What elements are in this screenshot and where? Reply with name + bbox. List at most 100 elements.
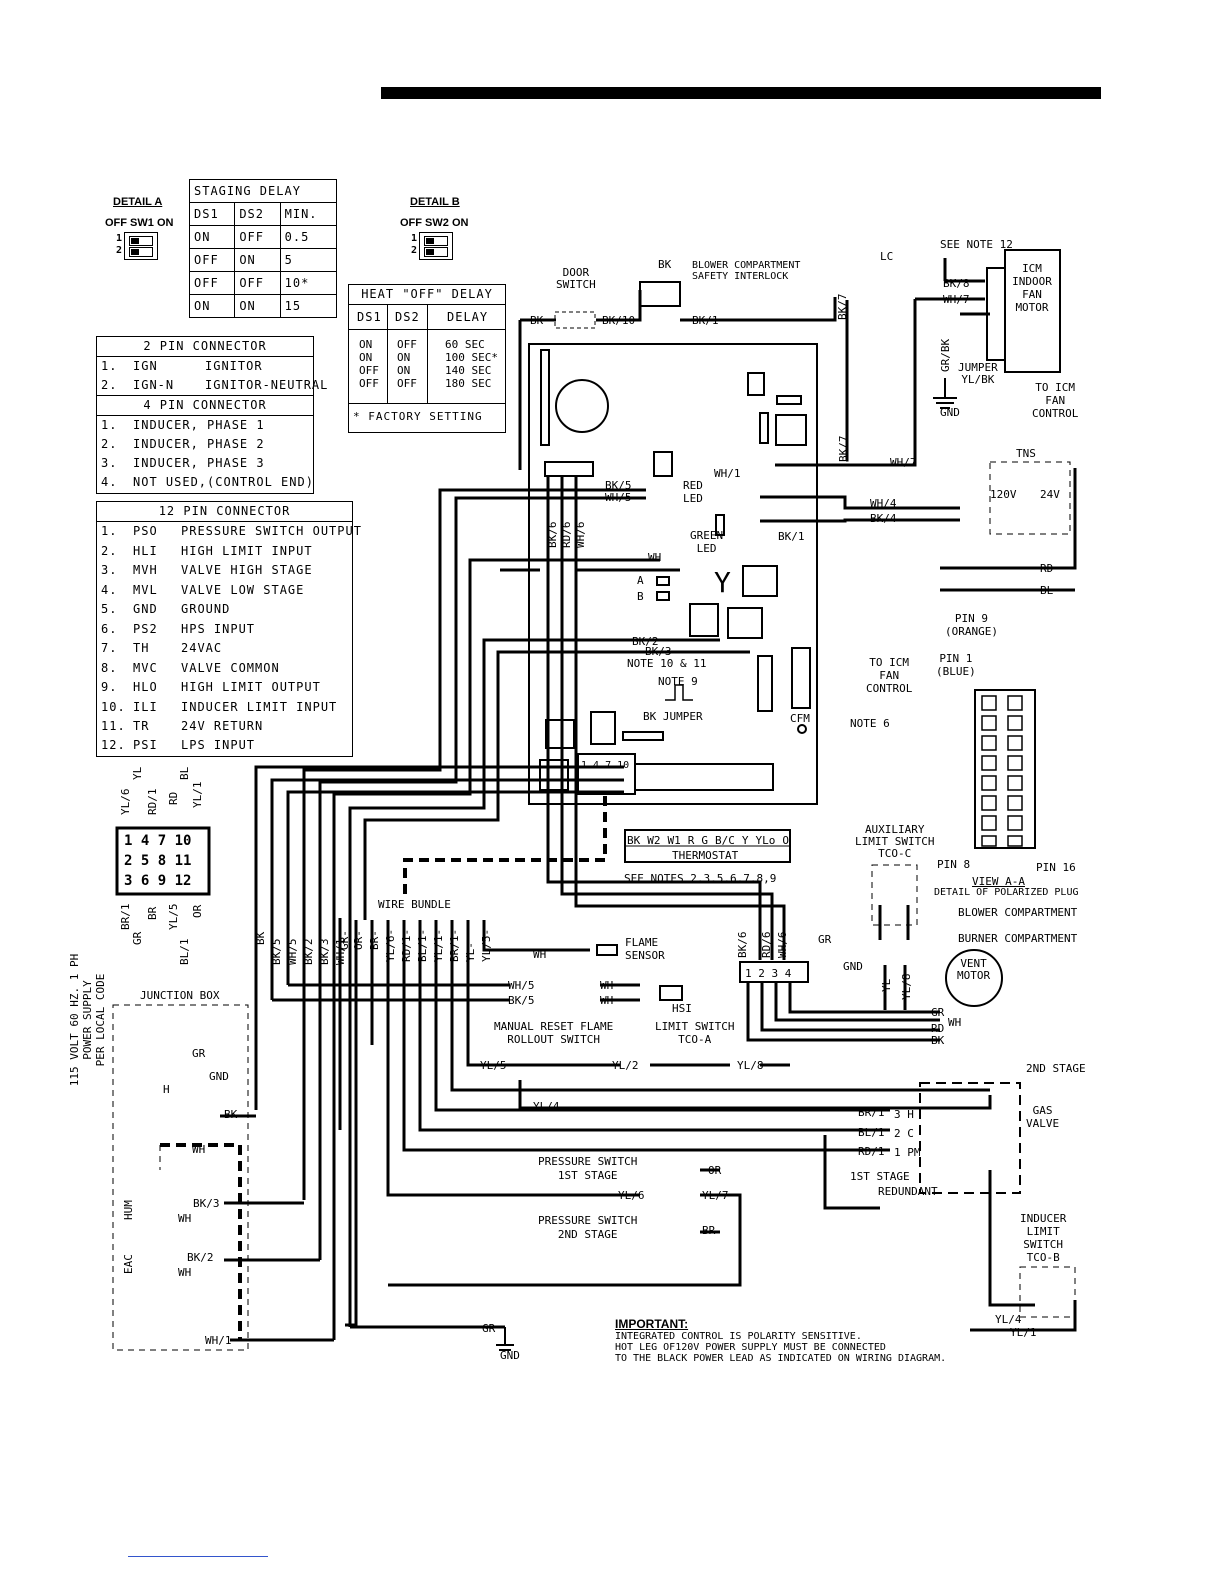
svg-text:YL/1-: YL/1-: [432, 929, 445, 962]
blower-interlock-label: BLOWER COMPARTMENT SAFETY INTERLOCK: [692, 260, 801, 282]
svg-text:1 4 7 10: 1 4 7 10: [124, 833, 191, 849]
detail-b-title: DETAIL B: [410, 196, 460, 208]
stage-2nd-label: 2ND STAGE: [1026, 1062, 1086, 1075]
see-note-12-label: SEE NOTE 12: [940, 238, 1013, 251]
svg-text:1 4 7 10: 1 4 7 10: [581, 760, 629, 771]
wire-label: WH: [948, 1016, 961, 1029]
wire-label: WH/7: [943, 293, 970, 306]
thermostat-term: G: [701, 834, 708, 847]
table-cell: ON: [188, 294, 236, 318]
wire-label: WH/5: [508, 979, 535, 992]
wire-label: BK/8: [943, 277, 970, 290]
jumper-label: JUMPER YL/BK: [958, 361, 998, 386]
wire-label: RD: [931, 1022, 944, 1035]
svg-text:GR: GR: [131, 931, 144, 945]
table-cell: OFF: [188, 271, 236, 295]
gas-valve-label: GAS VALVE: [1026, 1104, 1060, 1130]
svg-text:OR: OR: [191, 904, 204, 918]
wire-label: GR: [482, 1322, 496, 1335]
manual-reset-label: MANUAL RESET FLAME ROLLOUT SWITCH: [494, 1020, 614, 1046]
svg-text:GR-: GR-: [338, 930, 351, 950]
heat-off-delay-title: HEAT "OFF" DELAY: [349, 285, 505, 305]
svg-text:WH/6: WH/6: [574, 522, 587, 549]
svg-text:RD/1-: RD/1-: [400, 929, 413, 962]
svg-text:YL-: YL-: [464, 942, 477, 962]
hum-label: HUM: [122, 1200, 135, 1220]
thermostat-term: BK: [627, 834, 641, 847]
pin-16-label: PIN 16: [1036, 861, 1076, 874]
detail-a-sub: OFF SW1 ON: [105, 217, 174, 229]
thermostat-terminals: BK W2 W1 R G B/C Y YLo O: [627, 834, 789, 847]
header-rule: [381, 87, 1101, 99]
wire-label: BR: [702, 1224, 716, 1237]
svg-text:BK/6: BK/6: [736, 932, 749, 959]
wire-label: WH/5: [605, 491, 632, 504]
thermostat-label: THERMOSTAT: [672, 849, 739, 862]
wire-label: WH/1: [714, 467, 741, 480]
pin2-title: 2 PIN CONNECTOR: [97, 337, 313, 357]
v120-label: 120V: [990, 488, 1017, 501]
tns-label: TNS: [1016, 447, 1036, 460]
wire-label: YL/8: [737, 1059, 764, 1072]
gas-valve-term: 1 PM: [894, 1146, 921, 1159]
svg-text:BL/1-: BL/1-: [416, 929, 429, 962]
pin-9-label: PIN 9 (ORANGE): [945, 612, 998, 638]
vent-motor-label: VENT MOTOR: [957, 957, 991, 982]
thermostat-term: B/C: [715, 834, 735, 847]
svg-text:YL/5-: YL/5-: [480, 929, 493, 962]
table-cell: ON: [234, 294, 281, 318]
wire-label: BL: [1040, 584, 1054, 597]
icm-motor-label: ICM INDOOR FAN MOTOR: [1012, 262, 1052, 314]
table-header: DELAY: [447, 310, 489, 324]
wire-bundle-label: WIRE BUNDLE: [378, 898, 451, 911]
svg-text:YL: YL: [880, 978, 893, 992]
svg-text:BL/1: BL/1: [178, 939, 191, 966]
gas-valve-term: 3 H: [894, 1108, 914, 1121]
see-notes-label: SEE NOTES 2,3,5,6,7,8,9: [624, 872, 777, 885]
svg-text:BL: BL: [178, 766, 191, 780]
blower-compartment-label: BLOWER COMPARTMENT: [958, 906, 1078, 919]
svg-text:GR/BK: GR/BK: [939, 339, 952, 372]
svg-text:RD/6: RD/6: [560, 522, 573, 549]
svg-text:BK/2: BK/2: [302, 939, 315, 966]
wire-label: YL/6: [618, 1189, 645, 1202]
svg-text:WH/1: WH/1: [334, 939, 347, 966]
board-y-mark: Y: [714, 566, 731, 599]
thermostat-term: Y: [741, 834, 749, 847]
pin-1-label: PIN 1 (BLUE): [936, 652, 976, 678]
wire-label: GR: [931, 1006, 945, 1019]
thermostat-term: W1: [667, 834, 681, 847]
svg-text:2 5 8 11: 2 5 8 11: [124, 853, 191, 869]
svg-text:3 6 9 12: 3 6 9 12: [124, 873, 191, 889]
svg-text:RD: RD: [167, 792, 180, 805]
bottom-gnd-label: GND: [500, 1349, 520, 1362]
pressure-switch-2nd-label: PRESSURE SWITCH 2ND STAGE: [538, 1214, 638, 1241]
table-cell: OFF: [234, 225, 281, 249]
wire-label: BK: [658, 258, 672, 271]
svg-text:BR-: BR-: [368, 930, 381, 950]
lc-label: LC: [880, 250, 894, 263]
hsi-label: HSI: [672, 1002, 692, 1015]
thermostat-term: W2: [647, 834, 661, 847]
wire-label: GR: [818, 933, 832, 946]
wire-label: H: [163, 1083, 170, 1096]
wire-label: BK/2: [632, 635, 659, 648]
wire-label: GR: [192, 1047, 206, 1060]
svg-text:BK/5: BK/5: [270, 939, 283, 966]
junction-gnd-label: GND: [209, 1070, 229, 1083]
svg-text:1 2 3 4: 1 2 3 4: [745, 967, 792, 980]
wire-label: BK/4: [870, 512, 897, 525]
detail-a-title: DETAIL A: [113, 196, 163, 208]
wire-label: BK: [224, 1108, 238, 1121]
wire-label: BK: [530, 314, 544, 327]
wire-label: YL/5: [480, 1059, 507, 1072]
green-led-label: GREEN LED: [690, 529, 724, 555]
svg-text:WH/6: WH/6: [776, 932, 789, 959]
junction-box-label: JUNCTION BOX: [140, 989, 220, 1002]
table-cell: ON: [188, 225, 236, 249]
svg-text:BK/6: BK/6: [546, 522, 559, 549]
thermostat-term: YLo: [755, 834, 776, 847]
